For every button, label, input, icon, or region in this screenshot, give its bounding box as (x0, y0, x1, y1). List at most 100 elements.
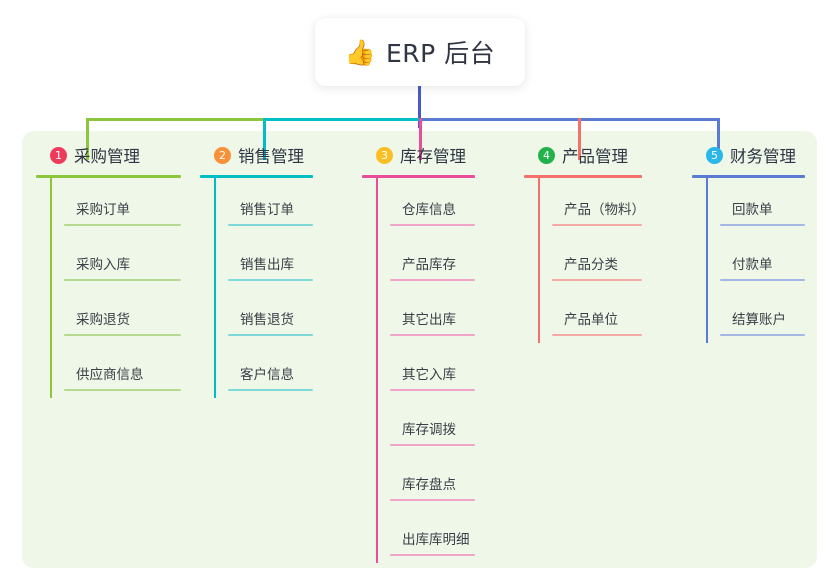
column-header-产品管理[interactable]: 4 产品管理 (524, 142, 642, 168)
column-title: 产品管理 (562, 147, 628, 166)
connector-drop-col-3 (419, 118, 422, 160)
menu-item-label: 库存调拨 (402, 422, 456, 438)
menu-item-label: 付款单 (732, 257, 773, 273)
menu-item[interactable]: 采购订单 (50, 178, 181, 233)
column-items: 销售订单销售出库销售退货客户信息 (200, 178, 313, 398)
column-header-采购管理[interactable]: 1 采购管理 (36, 142, 181, 168)
menu-item-underline (64, 279, 181, 281)
column-header-库存管理[interactable]: 3 库存管理 (362, 142, 475, 168)
column-items: 产品（物料） 产品分类产品单位 (524, 178, 645, 343)
menu-item[interactable]: 供应商信息 (50, 343, 181, 398)
menu-item-underline (552, 334, 642, 336)
column-underline (36, 175, 181, 178)
menu-item-label: 产品分类 (564, 257, 618, 273)
column-stem (214, 178, 216, 398)
diagram-panel (22, 131, 817, 568)
menu-item-underline (390, 554, 475, 556)
menu-item[interactable]: 产品（物料） (538, 178, 645, 233)
column-index-badge: 5 (706, 146, 723, 164)
connector-bus-green (86, 118, 263, 121)
menu-item-underline (390, 389, 475, 391)
column-items: 仓库信息产品库存其它出库其它入库库存调拨库存盘点出库库明细 (362, 178, 475, 563)
menu-item[interactable]: 产品库存 (376, 233, 475, 288)
menu-item-label: 销售订单 (240, 202, 294, 218)
connector-drop-col-5 (717, 118, 720, 160)
menu-item-underline (720, 334, 805, 336)
connector-drop-col-4 (578, 118, 581, 160)
menu-item-label: 采购入库 (76, 257, 130, 273)
column-index-badge: 3 (376, 146, 393, 164)
menu-item[interactable]: 客户信息 (214, 343, 313, 398)
menu-item[interactable]: 库存盘点 (376, 453, 475, 508)
column-items: 采购订单采购入库采购退货供应商信息 (36, 178, 181, 398)
menu-item[interactable]: 产品分类 (538, 233, 642, 288)
menu-item-underline (552, 279, 642, 281)
connector-bus-blue (419, 118, 719, 121)
thumbs-up-icon: 👍 (344, 37, 376, 67)
column-underline (524, 175, 642, 178)
menu-item-underline (64, 334, 181, 336)
menu-item[interactable]: 付款单 (706, 233, 805, 288)
menu-item[interactable]: 库存调拨 (376, 398, 475, 453)
connector-bus-teal (263, 118, 419, 121)
menu-item-label: 产品（物料） (564, 202, 645, 218)
menu-item-underline (390, 279, 475, 281)
menu-item-underline (228, 389, 313, 391)
column-title: 财务管理 (730, 147, 796, 166)
menu-item-label: 客户信息 (240, 367, 294, 383)
menu-item-label: 其它出库 (402, 312, 456, 328)
menu-item-underline (228, 224, 313, 226)
menu-item-label: 采购订单 (76, 202, 130, 218)
column-库存管理: 3 库存管理仓库信息产品库存其它出库其它入库库存调拨库存盘点出库库明细 (362, 142, 475, 563)
menu-item[interactable]: 出库库明细 (376, 508, 475, 563)
menu-item-underline (64, 389, 181, 391)
column-title: 库存管理 (400, 147, 466, 166)
column-underline (362, 175, 475, 178)
menu-item-underline (390, 444, 475, 446)
column-stem (706, 178, 708, 343)
root-node-erp-backend[interactable]: 👍 ERP 后台 (315, 18, 525, 86)
connector-drop-col-2 (263, 118, 266, 160)
menu-item-label: 回款单 (732, 202, 773, 218)
menu-item[interactable]: 销售退货 (214, 288, 313, 343)
menu-item-label: 采购退货 (76, 312, 130, 328)
menu-item[interactable]: 采购退货 (50, 288, 181, 343)
column-title: 销售管理 (238, 147, 304, 166)
column-header-财务管理[interactable]: 5 财务管理 (692, 142, 805, 168)
column-采购管理: 1 采购管理采购订单采购入库采购退货供应商信息 (36, 142, 181, 398)
column-underline (200, 175, 313, 178)
column-title: 采购管理 (74, 147, 140, 166)
menu-item[interactable]: 回款单 (706, 178, 805, 233)
menu-item-underline (228, 334, 313, 336)
menu-item[interactable]: 其它出库 (376, 288, 475, 343)
menu-item-underline (720, 224, 805, 226)
column-index-badge: 4 (538, 146, 555, 164)
menu-item[interactable]: 销售出库 (214, 233, 313, 288)
column-stem (376, 178, 378, 563)
menu-item-label: 仓库信息 (402, 202, 456, 218)
menu-item-underline (390, 499, 475, 501)
menu-item-label: 结算账户 (732, 312, 786, 328)
menu-item-underline (228, 279, 313, 281)
column-stem (538, 178, 540, 343)
menu-item[interactable]: 仓库信息 (376, 178, 475, 233)
column-underline (692, 175, 805, 178)
menu-item-underline (64, 224, 181, 226)
root-node-title: ERP 后台 (385, 39, 496, 68)
menu-item-label: 供应商信息 (76, 367, 144, 383)
column-产品管理: 4 产品管理产品（物料） 产品分类产品单位 (524, 142, 645, 343)
menu-item-underline (390, 334, 475, 336)
menu-item[interactable]: 销售订单 (214, 178, 313, 233)
menu-item[interactable]: 结算账户 (706, 288, 805, 343)
menu-item[interactable]: 其它入库 (376, 343, 475, 398)
column-index-badge: 1 (50, 146, 67, 164)
menu-item-label: 产品库存 (402, 257, 456, 273)
connector-drop-col-1 (86, 118, 89, 160)
menu-item-underline (720, 279, 805, 281)
column-财务管理: 5 财务管理回款单付款单结算账户 (692, 142, 805, 343)
menu-item[interactable]: 产品单位 (538, 288, 642, 343)
menu-item-label: 销售出库 (240, 257, 294, 273)
menu-item[interactable]: 采购入库 (50, 233, 181, 288)
